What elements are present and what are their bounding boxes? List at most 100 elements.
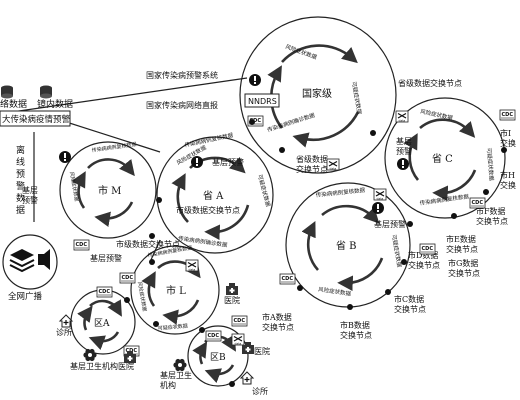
node-dot: [199, 327, 205, 333]
city-g-node-label: 市G数据交换节点: [448, 258, 480, 278]
svg-text:data: data: [189, 267, 196, 271]
node-dot: [249, 119, 255, 125]
city-l-arc-label-3: 可疑症状数据: [158, 322, 189, 332]
data-exchange-icon: data: [231, 333, 245, 346]
node-dot: [407, 221, 413, 227]
province-a-arc-label-2: 可疑症状数据: [256, 173, 272, 207]
province-a-node-label: 市级数据交换节点: [176, 205, 240, 215]
province-b-arc-label-2: 风险症状数据: [318, 285, 352, 298]
multiline-labels: 省级数据交换节点基层预警基层预警市A数据交换节点市B数据交换节点市C数据交换节点…: [22, 128, 516, 390]
cdc-icon: CDC: [205, 330, 222, 342]
alert-icon: [372, 202, 384, 214]
node-dot: [279, 147, 285, 153]
svg-text:CDC: CDC: [122, 275, 134, 281]
city-l-arc-label-2: 风险症状数据: [136, 281, 148, 312]
alert-icon: [397, 158, 409, 170]
hospital-icon: [242, 342, 254, 354]
province-b-ring: 省 B 传染病病例复核数据 风险症状数据 可疑症状数据: [285, 182, 411, 308]
city-d-node-label: 市D数据交换节点: [408, 250, 440, 270]
node-dot: [483, 189, 489, 195]
cdc-icon: CDC: [96, 286, 113, 298]
hospital-icon: [124, 351, 136, 363]
city-m-ring: 市 M 传染病病例复核数据 风险症状数据: [59, 141, 157, 239]
city-a-node-label: 市A数据交换节点: [262, 312, 294, 332]
province-a-center-label: 省 A: [203, 189, 224, 202]
svg-text:据: 据: [16, 204, 25, 216]
svg-text:CDC: CDC: [234, 318, 246, 324]
node-dot: [124, 297, 130, 303]
cdc-icon: CDC: [231, 315, 248, 327]
svg-text:CDC: CDC: [208, 333, 220, 339]
db-label-1: 络数据: [0, 98, 27, 110]
national-system-label: 国家传染病预警系统: [146, 70, 218, 80]
national-center-label: 国家级: [302, 87, 332, 100]
svg-text:离: 离: [16, 144, 25, 156]
province-c-arc-label-3: 可疑症状数据: [485, 147, 496, 181]
svg-text:CDC: CDC: [282, 276, 294, 282]
node-dot: [347, 304, 353, 310]
cdc-icon: CDC: [419, 243, 436, 255]
province-c-grassroots-label: 基层预警: [396, 136, 412, 156]
cdc-icon: CDC: [499, 109, 516, 121]
svg-text:数: 数: [16, 192, 25, 204]
district-a-clinic-label: 诊所: [56, 327, 72, 337]
city-f-node-label: 市F数据交换节点: [476, 206, 508, 226]
health-org-icon: [83, 348, 97, 362]
clinic-icon: [239, 371, 255, 385]
province-c-center-label: 省 C: [432, 152, 453, 165]
svg-text:data: data: [330, 166, 337, 170]
connector-lines: [11, 77, 248, 263]
svg-text:CDC: CDC: [250, 118, 262, 124]
data-exchange-icon: data: [326, 158, 340, 171]
node-dot: [149, 233, 155, 239]
province-a-arc-label-4: 传染病病例复核数据: [184, 131, 235, 149]
node-dot: [501, 147, 507, 153]
svg-text:预: 预: [16, 169, 25, 180]
node-dot: [370, 130, 376, 136]
svg-text:CDC: CDC: [76, 242, 88, 248]
broadcast-label: 全网广播: [8, 291, 43, 302]
province-b-grassroots-label: 基层预警: [374, 219, 406, 229]
hospital-icon: [226, 283, 238, 295]
node-dot: [153, 321, 159, 327]
city-l-center-label: 市 L: [166, 284, 186, 297]
city-e-node-label: 市E数据交换节点: [446, 234, 478, 254]
left-panel: 络数据 镜内数据 大传染病疫情预警 离 线 预 警 数 据 全网广播: [0, 85, 73, 302]
svg-text:data: data: [235, 341, 242, 345]
svg-text:CDC: CDC: [422, 246, 434, 252]
node-dot: [401, 259, 407, 265]
district-a-hospital-label: 医院: [118, 361, 134, 371]
district-b-center-label: 区B: [210, 352, 226, 363]
database-icon: [40, 85, 52, 99]
city-m-grassroots-label: 基层预警: [22, 185, 38, 205]
health-org-icon: [173, 358, 187, 372]
node-dot: [451, 213, 457, 219]
district-a-center-label: 区A: [94, 318, 110, 329]
node-dot: [229, 381, 235, 387]
district-b-org-label: 基层卫生机构: [160, 370, 192, 390]
svg-text:CDC: CDC: [472, 200, 484, 206]
cdc-icon: CDC: [469, 197, 486, 209]
city-l-grassroots-label: 基层预警: [90, 253, 122, 263]
national-direct-label: 国家传染病网络直报: [146, 100, 218, 110]
node-dot: [385, 289, 391, 295]
district-b-clinic-label: 诊所: [252, 386, 268, 396]
warning-box: [0, 110, 71, 127]
national-arc-label-2: 可疑症状数据: [350, 81, 364, 115]
city-l-ring: 市 L 传染病病例复核数据 风险症状数据 可疑症状数据: [130, 244, 220, 335]
district-a-org-label: 基层卫生机构: [70, 361, 118, 371]
cdc-icon: CDC: [119, 272, 136, 284]
svg-text:data: data: [399, 118, 406, 122]
data-exchange-icon: data: [373, 188, 387, 201]
offline-warning-label: 离 线 预 警 数 据: [16, 144, 25, 216]
icon-layer: CDCCDCCDCCDCCDCCDCCDCCDCCDCCDCCDCdatadat…: [58, 74, 516, 387]
node-dot: [297, 285, 303, 291]
data-exchange-icon: data: [395, 110, 409, 123]
city-m-node-label: 市级数据交换节点: [116, 239, 180, 249]
nndrs-box: [244, 93, 280, 108]
alert-icon: [249, 74, 261, 86]
svg-text:CDC: CDC: [99, 289, 111, 295]
